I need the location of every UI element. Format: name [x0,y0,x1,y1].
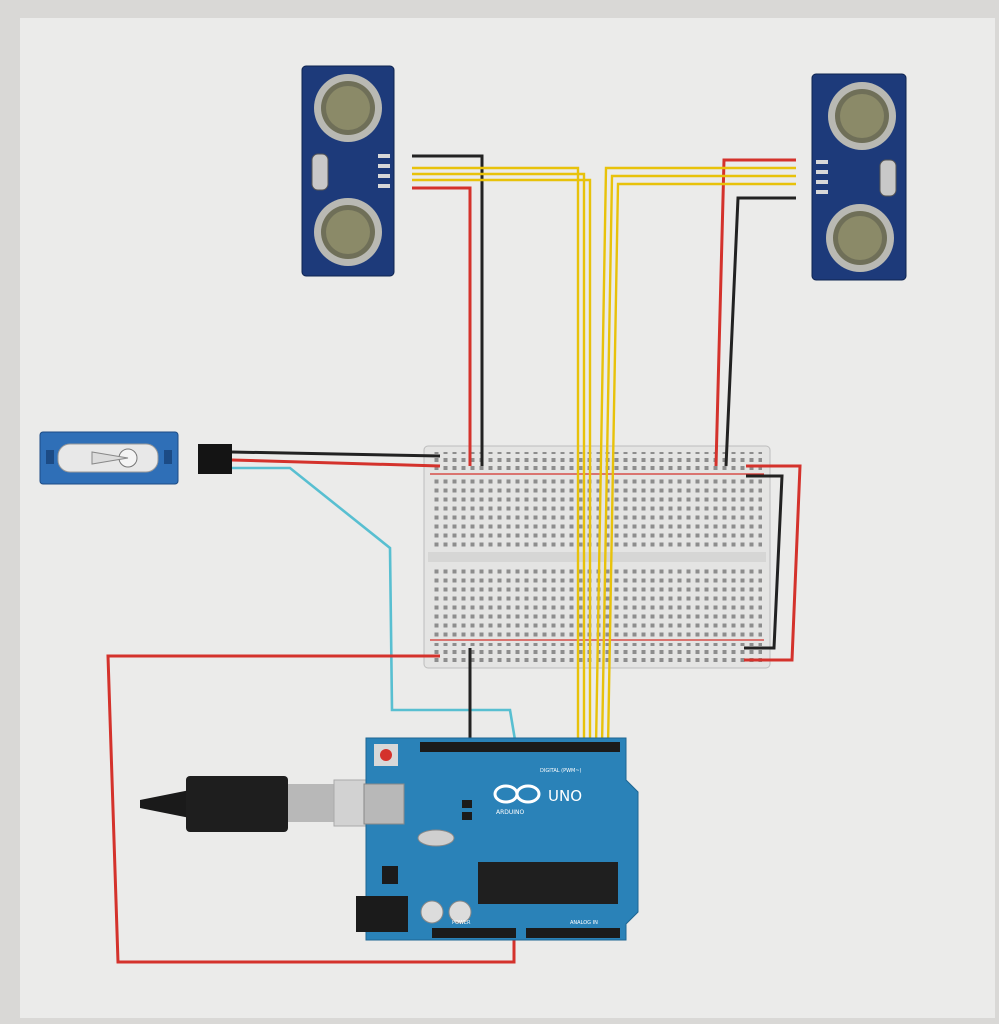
power-header-label: POWER [452,920,471,926]
sensor-transducer-top [828,82,896,150]
usb-port [363,783,405,825]
led-indicator [462,812,472,820]
breadboard-upper-grid [432,478,762,550]
atmega-chip [478,862,618,904]
wires-right-sensor-signal[interactable] [594,166,796,747]
wire-right-sensor-vcc[interactable] [714,158,796,467]
crystal-oscillator [417,829,455,847]
breadboard-center-channel [428,552,766,562]
sensor-crystal [311,153,329,191]
voltage-regulator [382,866,398,884]
wire-left-sensor-gnd[interactable] [412,154,484,466]
wire-rail-jumper-black[interactable] [744,474,784,650]
wire-servo-vcc[interactable] [231,458,441,468]
wire-servo-gnd[interactable] [231,450,441,458]
arduino-model-label: UNO [548,787,582,805]
wire-left-sensor-vcc[interactable] [412,186,472,466]
wire-rail-jumper-red[interactable] [744,464,802,662]
wires-left-sensor-signal[interactable] [412,166,592,746]
breadboard-top-rail [430,452,764,475]
wire-arduino-5v[interactable] [106,654,516,964]
sensor-transducer-top [314,74,382,142]
power-jack [356,896,408,932]
power-pin-header [432,928,516,938]
servo-motor[interactable] [39,431,179,485]
ultrasonic-sensor-left[interactable] [301,65,395,277]
digital-header-label: DIGITAL (PWM~) [540,768,582,774]
sensor-transducer-bottom [826,204,894,272]
wire-right-sensor-gnd[interactable] [724,196,796,467]
reset-button-cap [380,749,392,761]
digital-pin-header [420,742,620,752]
wire-servo-signal[interactable] [232,466,518,747]
sensor-pins [816,160,828,194]
sensor-pins [378,154,390,188]
led-indicator [462,800,472,808]
sensor-crystal [879,159,897,197]
breadboard[interactable] [423,445,771,669]
arduino-brand-label: ARDUINO [496,809,525,816]
capacitor-left [420,900,444,924]
capacitor-right [448,900,472,924]
arduino-logo-icon [493,784,541,804]
sensor-transducer-bottom [314,198,382,266]
servo-connector [198,444,232,474]
analog-header-label: ANALOG IN [570,920,598,926]
arduino-uno-board[interactable]: UNO ARDUINO DIGITAL (PWM~) POWER ANALOG … [356,737,639,941]
analog-pin-header [526,928,620,938]
ultrasonic-sensor-right[interactable] [811,73,907,281]
